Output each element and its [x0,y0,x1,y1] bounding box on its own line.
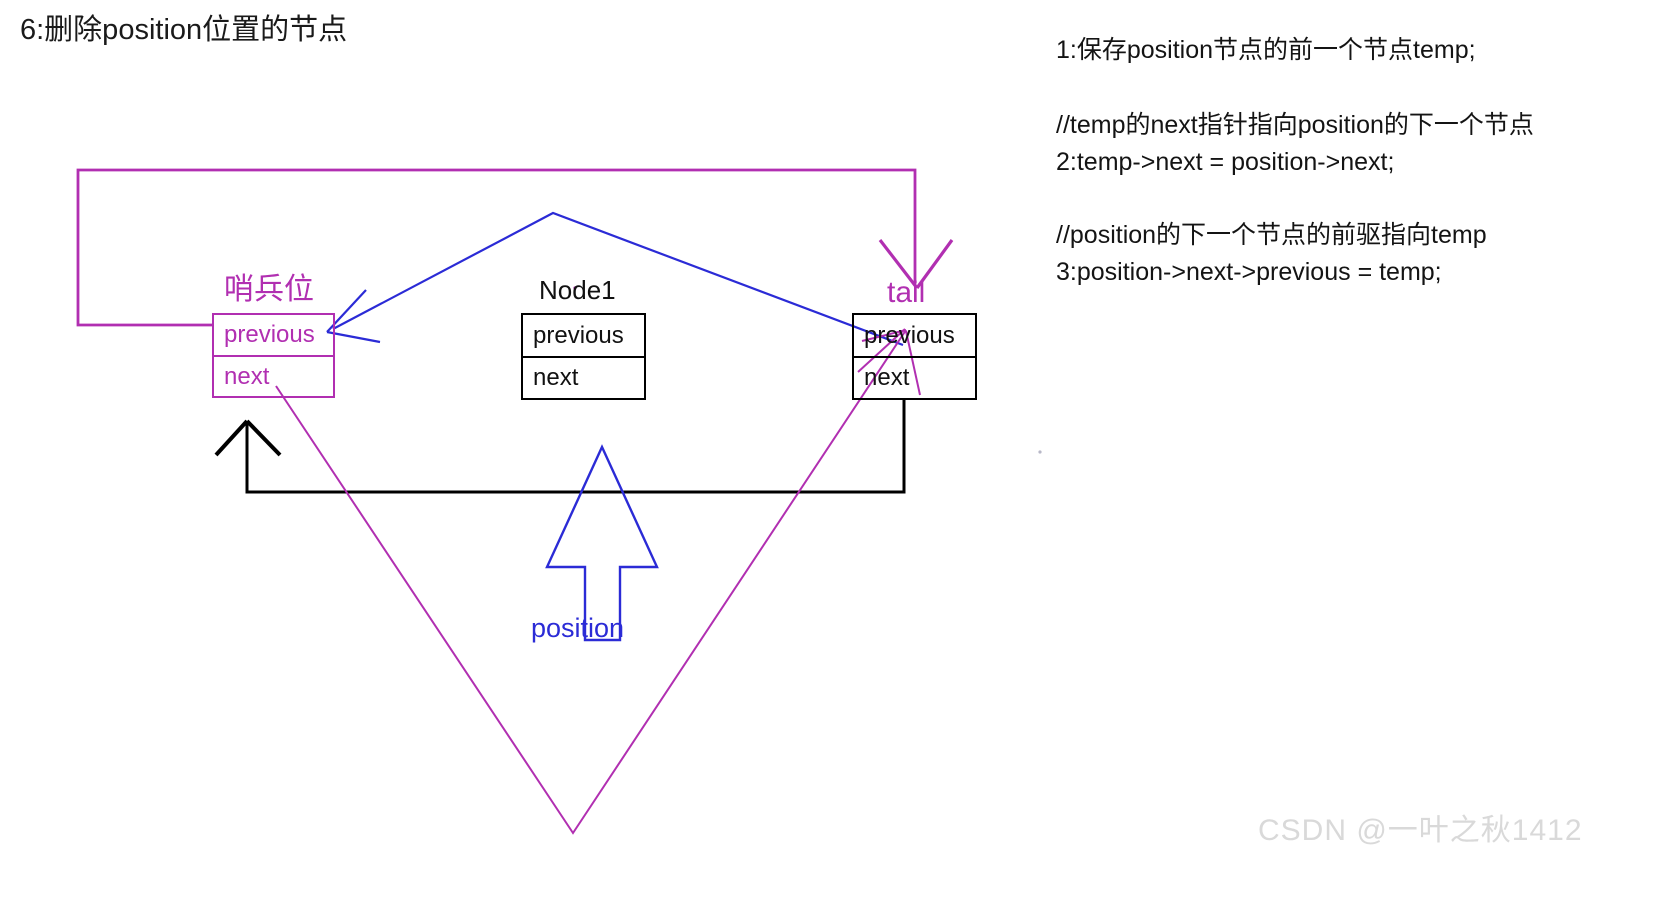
csdn-watermark: CSDN @一叶之秋1412 [1258,814,1583,847]
note-line-2: //temp的next指针指向position的下一个节点 [1056,111,1534,139]
position-block-arrow [545,444,659,642]
note-line-1: 1:保存position节点的前一个节点temp; [1056,36,1476,64]
note-line-5: 3:position->next->previous = temp; [1056,258,1442,286]
node-node1[interactable]: previous next [521,313,646,400]
node1-label: Node1 [539,275,616,305]
edge-tail-next-to-sentinel-next [214,400,906,494]
node-tail[interactable]: previous next [852,313,977,400]
node1-previous-cell: previous [523,315,644,358]
node-sentinel[interactable]: previous next [212,313,335,398]
tail-previous-cell: previous [854,315,975,358]
sentinel-next-cell: next [224,363,270,390]
note-spacer-2 [1056,187,1666,223]
edge-sentinel-previous-to-tail [76,168,954,327]
algorithm-notes: 1:保存position节点的前一个节点temp; //temp的next指针指… [1056,36,1666,297]
note-line-3: 2:temp->next = position->next; [1056,148,1395,176]
page-title: 6:删除position位置的节点 [20,14,348,46]
tail-label: tail [887,276,926,309]
sentinel-label: 哨兵位 [224,273,314,306]
tail-next-cell: next [864,364,910,391]
note-line-4: //position的下一个节点的前驱指向temp [1056,221,1487,249]
sentinel-previous-cell: previous [214,315,333,357]
edge-sentinel-next-to-tail-previous [275,328,921,835]
note-spacer-1 [1056,75,1666,113]
position-pointer-label: position [531,613,625,643]
node1-next-cell: next [533,364,579,391]
